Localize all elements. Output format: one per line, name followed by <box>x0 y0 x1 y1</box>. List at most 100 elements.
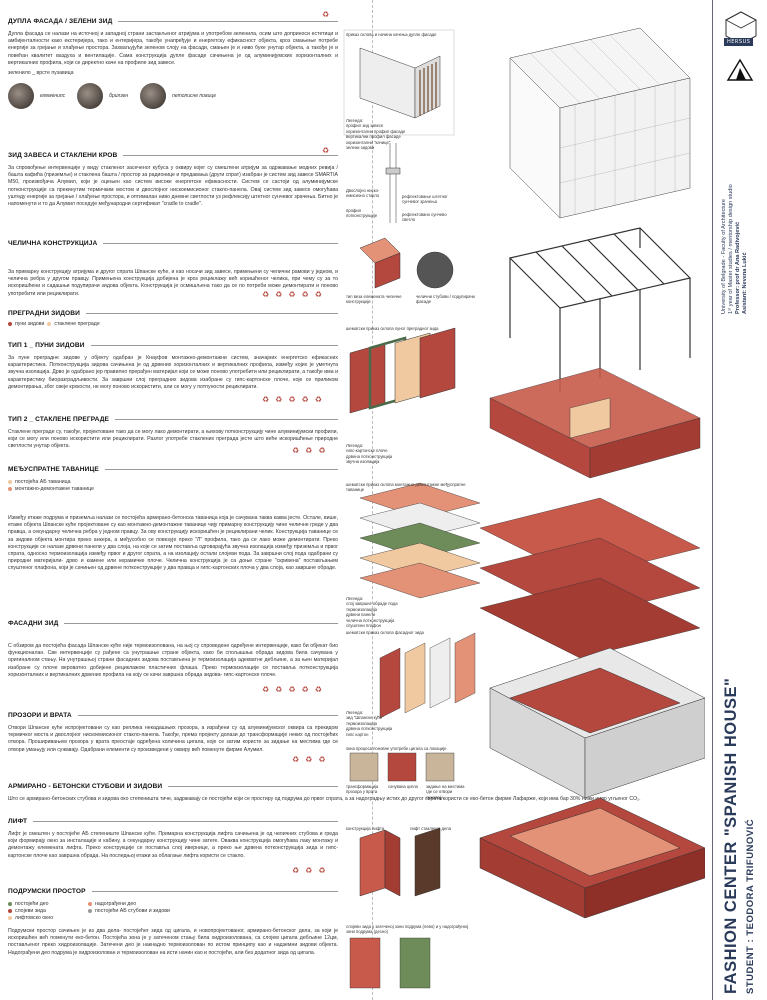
section-text: Стаклене преграде су, такође, пројектова… <box>8 429 338 450</box>
section-title: ДУПЛА ФАСАДА / ЗЕЛЕНИ ЗИД <box>8 18 113 25</box>
legend-dot <box>47 321 52 326</box>
section-lift: ЛИФТ Лифт је смештен у постојеће АБ степ… <box>8 818 338 860</box>
recycle-icon: ♻♻♻♻♻ <box>262 395 328 404</box>
recycle-icon: ♻♻♻ <box>292 866 332 875</box>
lift-construct-label: конструкција лифта <box>346 826 385 831</box>
partition-axon <box>489 367 701 479</box>
legend-dot <box>8 486 12 491</box>
section-title: ПОДРУМСКИ ПРОСТОР <box>8 888 86 895</box>
section-text: Отвори Шпанске куће испројектовани су ка… <box>8 725 338 753</box>
section-text: За спровођење интервенције у виду стакле… <box>8 165 338 208</box>
open-c-label: зидање на местима где се отвори сужавају <box>426 784 465 800</box>
section-title: ФАСАДНИ ЗИД <box>8 620 59 627</box>
facade-wall-detail <box>379 632 476 719</box>
axonometric-diagrams <box>343 27 705 989</box>
section-text: Дупла фасада се налази на источној и зап… <box>8 31 338 66</box>
legend-dot <box>8 908 12 913</box>
recycle-icon: ♻♻♻ <box>292 755 332 764</box>
lift-detail <box>359 827 441 897</box>
building-axon <box>489 647 705 799</box>
legend-dot <box>8 901 12 906</box>
mountain-logo-icon <box>726 58 754 81</box>
section-text: Између етаже подрума и приземља налази с… <box>8 515 338 572</box>
section-text: За примарну конструкцију атријума и друг… <box>8 269 338 297</box>
glass-roof-diagram <box>509 27 691 219</box>
steel-detail-diagram <box>359 237 454 289</box>
section-type1: ТИП 1 _ ПУНИ ЗИДОВИ За пуне преградне зи… <box>8 342 338 391</box>
section-curtain-wall: ЗИД ЗАВЕСА И СТАКЛЕНИ КРОВ За спровођење… <box>8 152 338 208</box>
recycle-icons: ♻ ♻ ♻♻♻♻♻ ♻♻♻♻♻ ♻♻♻ ♻♻♻♻♻ ♻♻♻ ♻♻♻ <box>262 0 342 1000</box>
section-title: ТИП 2 _ СТАКЛЕНЕ ПРЕГРАДЕ <box>8 416 110 423</box>
section-text: Лифт је смештен у постојеће АБ степеништ… <box>8 831 338 859</box>
section-title: ТИП 1 _ ПУНИ ЗИДОВИ <box>8 342 85 349</box>
section-title: ЗИД ЗАВЕСА И СТАКЛЕНИ КРОВ <box>8 152 118 159</box>
section-text: Што се армирано-бетонских стубова и зидо… <box>8 796 641 802</box>
curtain-wall-detail <box>385 143 401 223</box>
lift-glass-label: лифт стакленог дела <box>410 826 451 831</box>
wall-legend: Легенда: гипс-картонске плоче дрвена пот… <box>346 443 393 465</box>
legend-dot <box>8 321 12 326</box>
section-columns: АРМИРАНО - БЕТОНСКИ СТУБОВИ И ЗИДОВИ Што… <box>8 783 641 803</box>
legend-dot <box>8 915 12 920</box>
recycle-icon: ♻♻♻♻♻ <box>262 290 328 299</box>
section-facade: ДУПЛА ФАСАДА / ЗЕЛЕНИ ЗИД Дупла фасада с… <box>8 18 338 110</box>
section-facade-wall: ФАСАДНИ ЗИД С обзиром да постојећа фасад… <box>8 620 338 679</box>
slab-detail-diagram <box>359 482 481 599</box>
recycle-icon: ♻ <box>322 146 330 155</box>
project-title: FASHION CENTER "SPANISH HOUSE" <box>722 677 740 994</box>
brick-reuse-label: окна процеса поновне употребе цигала са … <box>346 746 447 751</box>
section-partitions: ПРЕГРАДНИ ЗИДОВИ пуни зидови стаклене пр… <box>8 310 338 328</box>
assistant-name: Asistant: Nevena Lukić <box>742 252 748 314</box>
section-title: МЕЂУСПРАТНЕ ТАВАНИЦЕ <box>8 466 99 473</box>
basement-detail <box>349 937 431 989</box>
reflex-label: рефлектовање штетног сунчевог зрачења <box>402 194 448 205</box>
legend-dot <box>8 479 12 484</box>
recycle-icon: ♻♻♻♻♻ <box>262 685 328 694</box>
facade-wall-label: шематски приказ склопа фасадног зида <box>346 630 424 635</box>
facade-legend: зеленило _ врсте пузавица <box>8 70 74 77</box>
hersus-logo: HERSUS <box>724 38 754 46</box>
plant-swatch-3 <box>140 83 167 110</box>
steel-detail-label: тип веза елемената челичне конструкције <box>346 294 402 305</box>
section-title: ПРОЗОРИ И ВРАТА <box>8 712 72 719</box>
basement-axon <box>479 797 705 919</box>
slab-legend: Легенда: слој завршне обраде пода термои… <box>346 596 398 629</box>
section-title: ЧЕЛИЧНА КОНСТРУКЦИЈА <box>8 240 98 247</box>
section-basement: ПОДРУМСКИ ПРОСТОР постојећи део надограђ… <box>8 888 338 956</box>
profile-label: профил потконструкције <box>346 208 378 219</box>
section-slabs: МЕЂУСПРАТНЕ ТАВАНИЦЕ постојећа АБ тавани… <box>8 466 338 572</box>
slab-axon <box>479 497 701 659</box>
daylight-label: рефлектовано сунчево светло <box>402 212 447 223</box>
partition-detail-diagram <box>349 327 456 414</box>
legend-dot <box>88 901 92 906</box>
section-text: За пуне преградне зидове у објекту одабр… <box>8 355 338 390</box>
section-title: АРМИРАНО - БЕТОНСКИ СТУБОВИ И ЗИДОВИ <box>8 783 163 790</box>
facade-detail-label: приказ склопа и начина качења дупле фаса… <box>346 32 437 37</box>
faculty-logo-icon <box>725 11 757 45</box>
section-windows: ПРОЗОРИ И ВРАТА Отвори Шпанске куће испр… <box>8 712 338 754</box>
legend-dot <box>88 908 92 913</box>
plant-swatch-1 <box>8 83 34 110</box>
facade-wall-legend: Легенда: зид "Шпанске куће" термоизолаци… <box>346 710 393 737</box>
brick-reuse-diagram <box>349 752 455 782</box>
study-year: 1ˢᵗ year of Master studies / mentorship … <box>728 184 734 314</box>
open-a-label: трансформација прозора у врата <box>346 784 379 795</box>
recycle-icon: ♻♻♻ <box>292 446 332 455</box>
facade-detail-diagram <box>343 29 455 136</box>
recycle-icon: ♻ <box>322 10 330 19</box>
student-name: STUDENT : TEODORA TRIFUNOVIĆ <box>745 818 756 994</box>
section-title: ЛИФТ <box>8 818 28 825</box>
plant-swatch-2 <box>77 83 104 110</box>
diagram-column: приказ склопа и начина качења дупле фаса… <box>340 8 705 998</box>
section-type2: ТИП 2 _ СТАКЛЕНЕ ПРЕГРАДЕ Стаклене прегр… <box>8 416 338 451</box>
title-band <box>712 0 767 1000</box>
section-title: ПРЕГРАДНИ ЗИДОВИ <box>8 310 80 317</box>
section-steel: ЧЕЛИЧНА КОНСТРУКЦИЈА За примарну констру… <box>8 240 338 298</box>
glass-label: Двослојно ниско-емисионо стакло <box>346 188 380 199</box>
open-b-label: сачувана цигла <box>388 784 418 789</box>
plant-swatches: елеменипс брилзен петолисне повице <box>8 83 338 110</box>
supports-label: челични стубови / подупирачи фасаде <box>416 294 475 305</box>
basement-detail-label: слојеви зида у затеченој зони подрума (л… <box>346 924 469 935</box>
university-name: University of Belgrade - Faculty of Arch… <box>721 198 727 314</box>
facade-detail-legend: Легенда: профил зид завесе хоризонтални … <box>346 118 406 151</box>
